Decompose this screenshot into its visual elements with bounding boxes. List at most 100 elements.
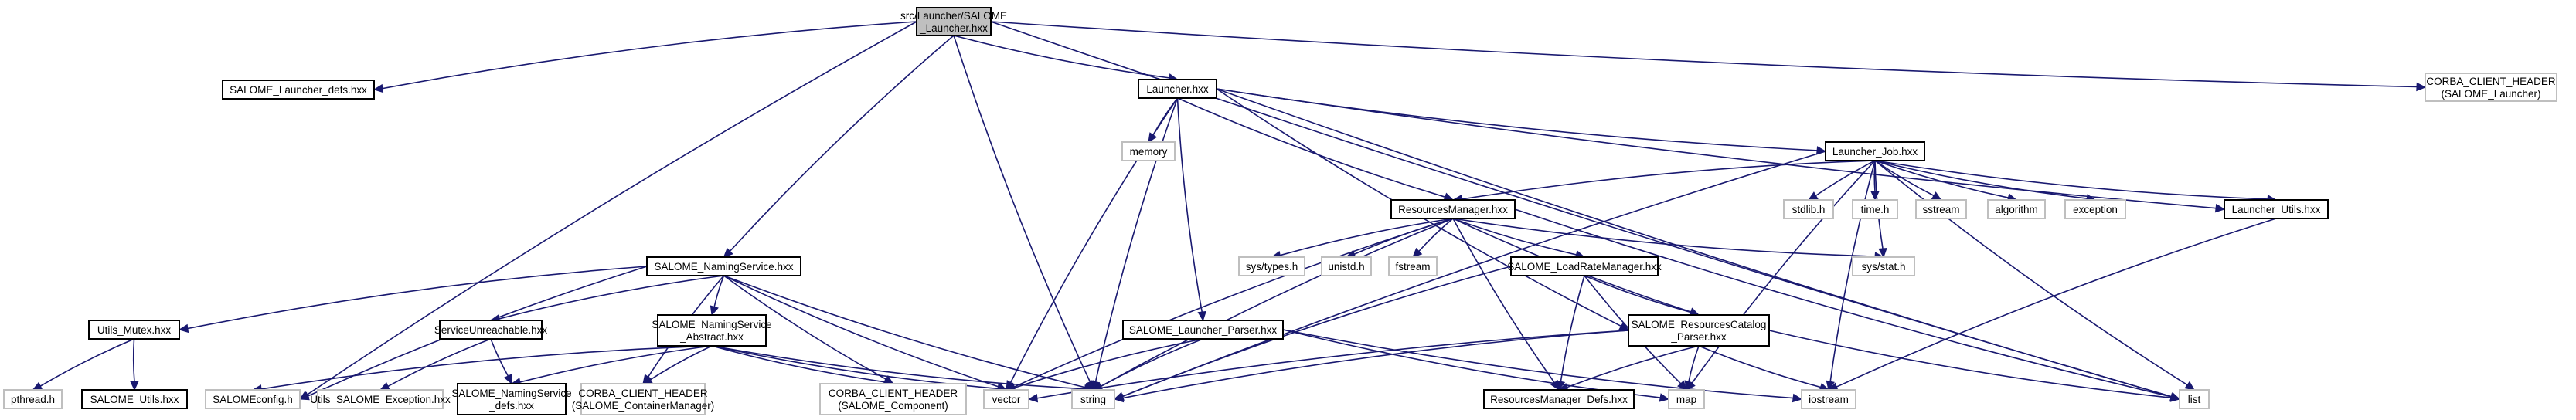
arrowhead-catalog_parser-to-list (2169, 393, 2181, 402)
edge-launcher_parser-to-string (1101, 338, 1203, 388)
node-box (222, 80, 375, 100)
node-corba-launcher: CORBA_CLIENT_HEADER(SALOME_Launcher) (2425, 73, 2557, 102)
node-launcher-utils[interactable]: Launcher_Utils.hxx (2224, 199, 2329, 219)
node-label: SALOME_NamingService (652, 319, 771, 330)
edge-naming_service-to-service_unreachable (499, 275, 724, 320)
node-label: Launcher_Utils.hxx (2232, 204, 2321, 215)
node-box (1987, 199, 2046, 219)
node-naming-service[interactable]: SALOME_NamingService.hxx (646, 256, 801, 276)
edge-launcher_job-to-resources_manager (1461, 160, 1876, 200)
arrowhead-launcher_job-to-stdlib (1807, 191, 1819, 201)
nodes-layer: src/Launcher/SALOME_Launcher.hxxSALOME_L… (3, 7, 2557, 415)
node-label: stdlib.h (1792, 204, 1826, 215)
edge-launcher_job-to-list (1874, 160, 2188, 386)
arrowhead-naming_service-to-utils_mutex (178, 323, 189, 334)
node-memory: memory (1121, 141, 1176, 161)
node-box (2425, 73, 2557, 102)
edge-root-to-naming_service (729, 35, 955, 252)
node-iostream: iostream (1801, 389, 1856, 409)
edge-catalog_parser-to-vector (1036, 330, 1629, 399)
edge-root-to-launcher_defs (382, 21, 917, 90)
arrowhead-catalog_parser-to-map (1684, 380, 1693, 391)
arrowhead-root-to-naming_service (723, 247, 733, 258)
node-label: ResourcesManager_Defs.hxx (1490, 394, 1628, 405)
edge-ns_abstract-to-corba_component (711, 345, 885, 383)
edge-load_rate-to-string (1122, 266, 1512, 398)
node-box (1390, 199, 1516, 219)
arrowhead-service_unreachable-to-ns_defs (503, 374, 512, 385)
node-label: CORBA_CLIENT_HEADER (829, 388, 958, 399)
node-box (1510, 256, 1659, 276)
node-vector: vector (983, 389, 1029, 409)
node-salome-utils[interactable]: SALOME_Utils.hxx (81, 389, 188, 409)
node-sys-types: sys/types.h (1238, 256, 1305, 276)
edges-layer (32, 21, 2427, 403)
node-label: algorithm (1995, 204, 2038, 215)
node-box (1071, 389, 1115, 409)
node-catalog-parser[interactable]: SALOME_ResourcesCatalog_Parser.hxx (1628, 314, 1770, 347)
node-utils-mutex[interactable]: Utils_Mutex.hxx (88, 320, 180, 340)
node-label: ResourcesManager.hxx (1398, 204, 1508, 215)
edge-root-to-string (953, 35, 1091, 383)
edge-root-to-launcher (953, 35, 1169, 79)
arrowhead-launcher_job-to-sstream (1931, 191, 1942, 201)
node-launcher-parser[interactable]: SALOME_Launcher_Parser.hxx (1122, 320, 1284, 340)
node-rm-defs[interactable]: ResourcesManager_Defs.hxx (1483, 389, 1635, 409)
node-exception: exception (2064, 199, 2126, 219)
node-label: _defs.hxx (488, 400, 534, 412)
edge-service_unreachable-to-utils_exception (387, 338, 492, 388)
node-label: _Parser.hxx (1670, 331, 1727, 343)
edge-launcher_job-to-iostream (1829, 160, 1876, 382)
node-root[interactable]: src/Launcher/SALOME_Launcher.hxx (900, 7, 1007, 36)
arrowhead-naming_service-to-ns_abstract (710, 305, 719, 317)
node-box (1783, 199, 1834, 219)
node-box (317, 389, 444, 409)
node-stdlib: stdlib.h (1783, 199, 1834, 219)
arrowhead-catalog_parser-to-string (1113, 393, 1125, 403)
arrowhead-load_rate-to-rm_defs (1556, 380, 1566, 391)
node-corba-container: CORBA_CLIENT_HEADER(SALOME_ContainerMana… (572, 383, 714, 415)
arrowhead-service_unreachable-to-utils_exception (379, 381, 390, 391)
edge-launcher_job-to-exception (1874, 160, 2088, 199)
node-box (983, 389, 1029, 409)
node-list: list (2179, 389, 2210, 409)
node-box (580, 383, 706, 415)
node-box (88, 320, 180, 340)
node-label: CORBA_CLIENT_HEADER (578, 388, 708, 399)
edge-launcher-to-resources_manager (1177, 97, 1445, 198)
node-box (1852, 199, 1898, 219)
node-load-rate[interactable]: SALOME_LoadRateManager.hxx (1507, 256, 1662, 276)
node-label: string (1080, 394, 1106, 405)
node-label: (SALOME_Component) (838, 400, 948, 412)
node-label: SALOME_Launcher_Parser.hxx (1129, 324, 1278, 336)
node-label: sstream (1922, 204, 1959, 215)
edge-launcher_job-to-algorithm (1874, 160, 2009, 198)
node-box (1138, 79, 1217, 99)
node-resources-manager[interactable]: ResourcesManager.hxx (1390, 199, 1516, 219)
node-box (1801, 389, 1856, 409)
node-label: time.h (1861, 204, 1890, 215)
node-launcher-job[interactable]: Launcher_Job.hxx (1825, 141, 1925, 161)
node-launcher-defs[interactable]: SALOME_Launcher_defs.hxx (222, 80, 375, 100)
node-ns-defs[interactable]: SALOME_NamingService_defs.hxx (451, 383, 572, 415)
node-ns-abstract[interactable]: SALOME_NamingService_Abstract.hxx (652, 314, 772, 347)
node-box (3, 389, 63, 409)
edge-naming_service-to-vector (723, 275, 999, 388)
edge-catalog_parser-to-iostream (1698, 345, 1821, 388)
node-launcher[interactable]: Launcher.hxx (1138, 79, 1217, 99)
edge-load_rate-to-catalog_parser (1584, 275, 1691, 313)
node-label: Utils_SALOME_Exception.hxx (310, 394, 451, 405)
edge-ns_abstract-to-string (711, 345, 1085, 390)
node-box (1483, 389, 1635, 409)
node-salomeconfig: SALOMEconfig.h (205, 389, 301, 409)
node-box (439, 320, 543, 340)
node-unistd: unistd.h (1321, 256, 1372, 276)
arrowhead-launcher-to-launcher_utils (2214, 203, 2226, 213)
edge-resources_manager-to-sys_stat (1452, 218, 1876, 257)
edge-launcher-to-launcher_utils (1216, 88, 2217, 209)
node-box (1825, 141, 1925, 161)
node-box (1238, 256, 1305, 276)
node-service-unreachable[interactable]: ServiceUnreachable.hxx (434, 320, 548, 340)
arrowhead-naming_service-to-salomeconfig (298, 391, 310, 401)
node-box (646, 256, 801, 276)
